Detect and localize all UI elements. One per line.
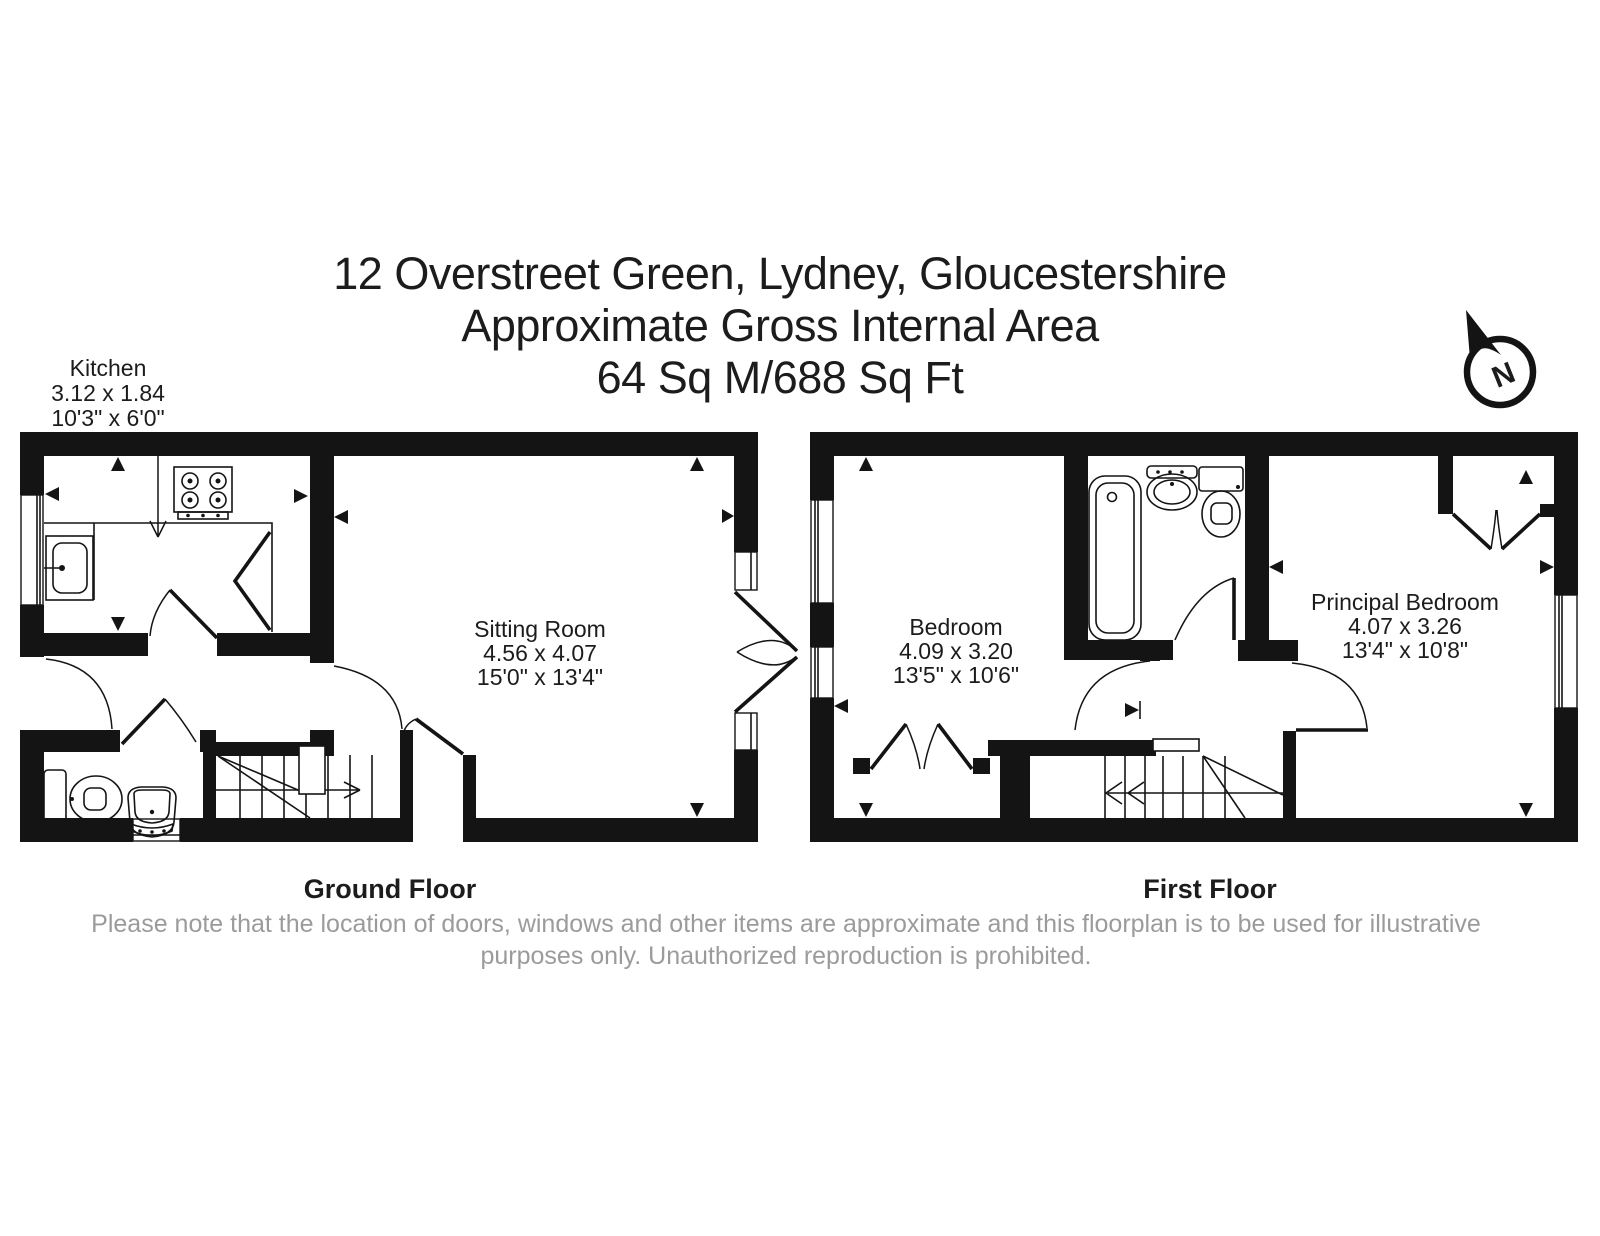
ff-stairs-icon — [1104, 738, 1284, 819]
stairs-up-arrow — [216, 781, 361, 799]
title-area-value: 64 Sq M/688 Sq Ft — [597, 352, 965, 403]
gf-hall-doors — [45, 658, 465, 756]
north-compass-icon: N — [1463, 310, 1537, 409]
ground-floor-plan: Kitchen 3.12 x 1.84 10'3" x 6'0" Sitting… — [20, 355, 799, 904]
room-dims-imperial: 10'3" x 6'0" — [51, 405, 164, 431]
disclaimer: Please note that the location of doors, … — [91, 910, 1481, 970]
ff-bathroom-fixtures — [1088, 465, 1244, 641]
marker-right-icon — [722, 509, 734, 523]
compass-circle — [1463, 335, 1537, 409]
marker-down-icon — [111, 617, 125, 631]
marker-up-icon — [690, 457, 704, 471]
basin-icon — [127, 786, 177, 838]
marker-down-icon — [859, 803, 873, 817]
marker-up-icon — [111, 457, 125, 471]
stairs-handrail — [298, 745, 326, 795]
disclaimer-line-2: purposes only. Unauthorized reproduction… — [480, 942, 1091, 970]
room-dims-imperial: 13'5" x 10'6" — [893, 662, 1019, 688]
ground-floor-label: Ground Floor — [304, 874, 477, 904]
gf-front-door-opening — [20, 657, 44, 730]
marker-down-icon — [1519, 803, 1533, 817]
compass-needle-icon — [1466, 310, 1501, 359]
room-dims-metric: 4.56 x 4.07 — [483, 640, 597, 666]
room-name: Principal Bedroom — [1311, 589, 1499, 615]
toilet-icon — [1198, 466, 1244, 538]
gf-internal-walls — [44, 456, 476, 842]
room-name: Sitting Room — [474, 616, 606, 642]
kitchen-door — [149, 588, 219, 640]
bathroom-door — [1174, 577, 1236, 641]
marker-left-icon — [45, 487, 59, 501]
bathtub-icon — [1088, 475, 1142, 641]
window-icon — [810, 499, 834, 604]
marker-right-icon — [1540, 560, 1554, 574]
ff-wardrobe-doors-icon — [1451, 509, 1542, 551]
toilet-icon — [43, 769, 123, 829]
room-dims-metric: 4.07 x 3.26 — [1348, 613, 1462, 639]
marker-right-icon — [1125, 701, 1141, 719]
window-icon — [810, 646, 834, 699]
stairs-handrail — [1152, 738, 1200, 752]
front-door-swing — [45, 658, 113, 730]
gf-wc-fixtures — [43, 769, 177, 838]
first-floor-plan: Bedroom 4.09 x 3.20 13'5" x 10'6" Princi… — [810, 432, 1578, 904]
principal-bedroom-label: Principal Bedroom 4.07 x 3.26 13'4" x 10… — [1311, 589, 1499, 663]
marker-down-icon — [690, 803, 704, 817]
gf-markers — [45, 457, 734, 817]
hob-icon — [173, 466, 233, 520]
principal-bedroom-door — [1291, 662, 1368, 732]
room-dims-imperial: 15'0" x 13'4" — [477, 664, 603, 690]
window-icon — [734, 712, 758, 751]
marker-right-icon — [294, 489, 308, 503]
ff-landing-doors — [1074, 660, 1368, 732]
room-dims-metric: 4.09 x 3.20 — [899, 638, 1013, 664]
gf-stairs-icon — [216, 745, 373, 819]
porch-door — [403, 717, 465, 756]
window-icon — [1554, 594, 1578, 709]
ff-bedroom-bifold-doors-icon — [869, 722, 974, 771]
ff-internal-walls — [853, 456, 1554, 842]
marker-left-icon — [334, 510, 348, 524]
kitchen-sink-icon — [44, 535, 94, 601]
window-icon — [734, 551, 758, 591]
title-area-heading: Approximate Gross Internal Area — [461, 300, 1100, 351]
marker-up-icon — [1519, 470, 1533, 484]
title-address: 12 Overstreet Green, Lydney, Gloucesters… — [333, 248, 1226, 299]
disclaimer-line-1: Please note that the location of doors, … — [91, 910, 1481, 938]
kitchen-counter — [44, 522, 273, 632]
marker-up-icon — [859, 457, 873, 471]
ff-windows — [810, 499, 1578, 709]
kitchen-leader-arrow — [149, 432, 167, 538]
room-dims-imperial: 13'4" x 10'8" — [1342, 637, 1468, 663]
room-name: Bedroom — [909, 614, 1002, 640]
marker-left-icon — [1269, 560, 1283, 574]
room-dims-metric: 3.12 x 1.84 — [51, 380, 165, 406]
bathroom-basin-icon — [1146, 465, 1198, 511]
marker-left-icon — [834, 699, 848, 713]
title-block: 12 Overstreet Green, Lydney, Gloucesters… — [333, 248, 1227, 403]
compass-north-letter: N — [1487, 356, 1519, 395]
first-floor-label: First Floor — [1143, 874, 1277, 904]
room-name: Kitchen — [70, 355, 147, 381]
bedroom-door-swing — [1074, 660, 1151, 731]
stairs-down-arrow — [1104, 781, 1283, 805]
kitchen-folding-door-icon — [232, 530, 272, 632]
ff-markers — [834, 457, 1554, 817]
sitting-room-label: Sitting Room 4.56 x 4.07 15'0" x 13'4" — [474, 616, 606, 690]
kitchen-label: Kitchen 3.12 x 1.84 10'3" x 6'0" — [51, 355, 167, 538]
gf-french-doors-icon — [733, 590, 799, 714]
wc-door — [120, 697, 197, 746]
sitting-room-door-swing — [333, 665, 403, 730]
bedroom-label: Bedroom 4.09 x 3.20 13'5" x 10'6" — [893, 614, 1019, 688]
gf-porch-opening — [413, 818, 463, 842]
gf-kitchen-fixtures — [44, 466, 273, 640]
